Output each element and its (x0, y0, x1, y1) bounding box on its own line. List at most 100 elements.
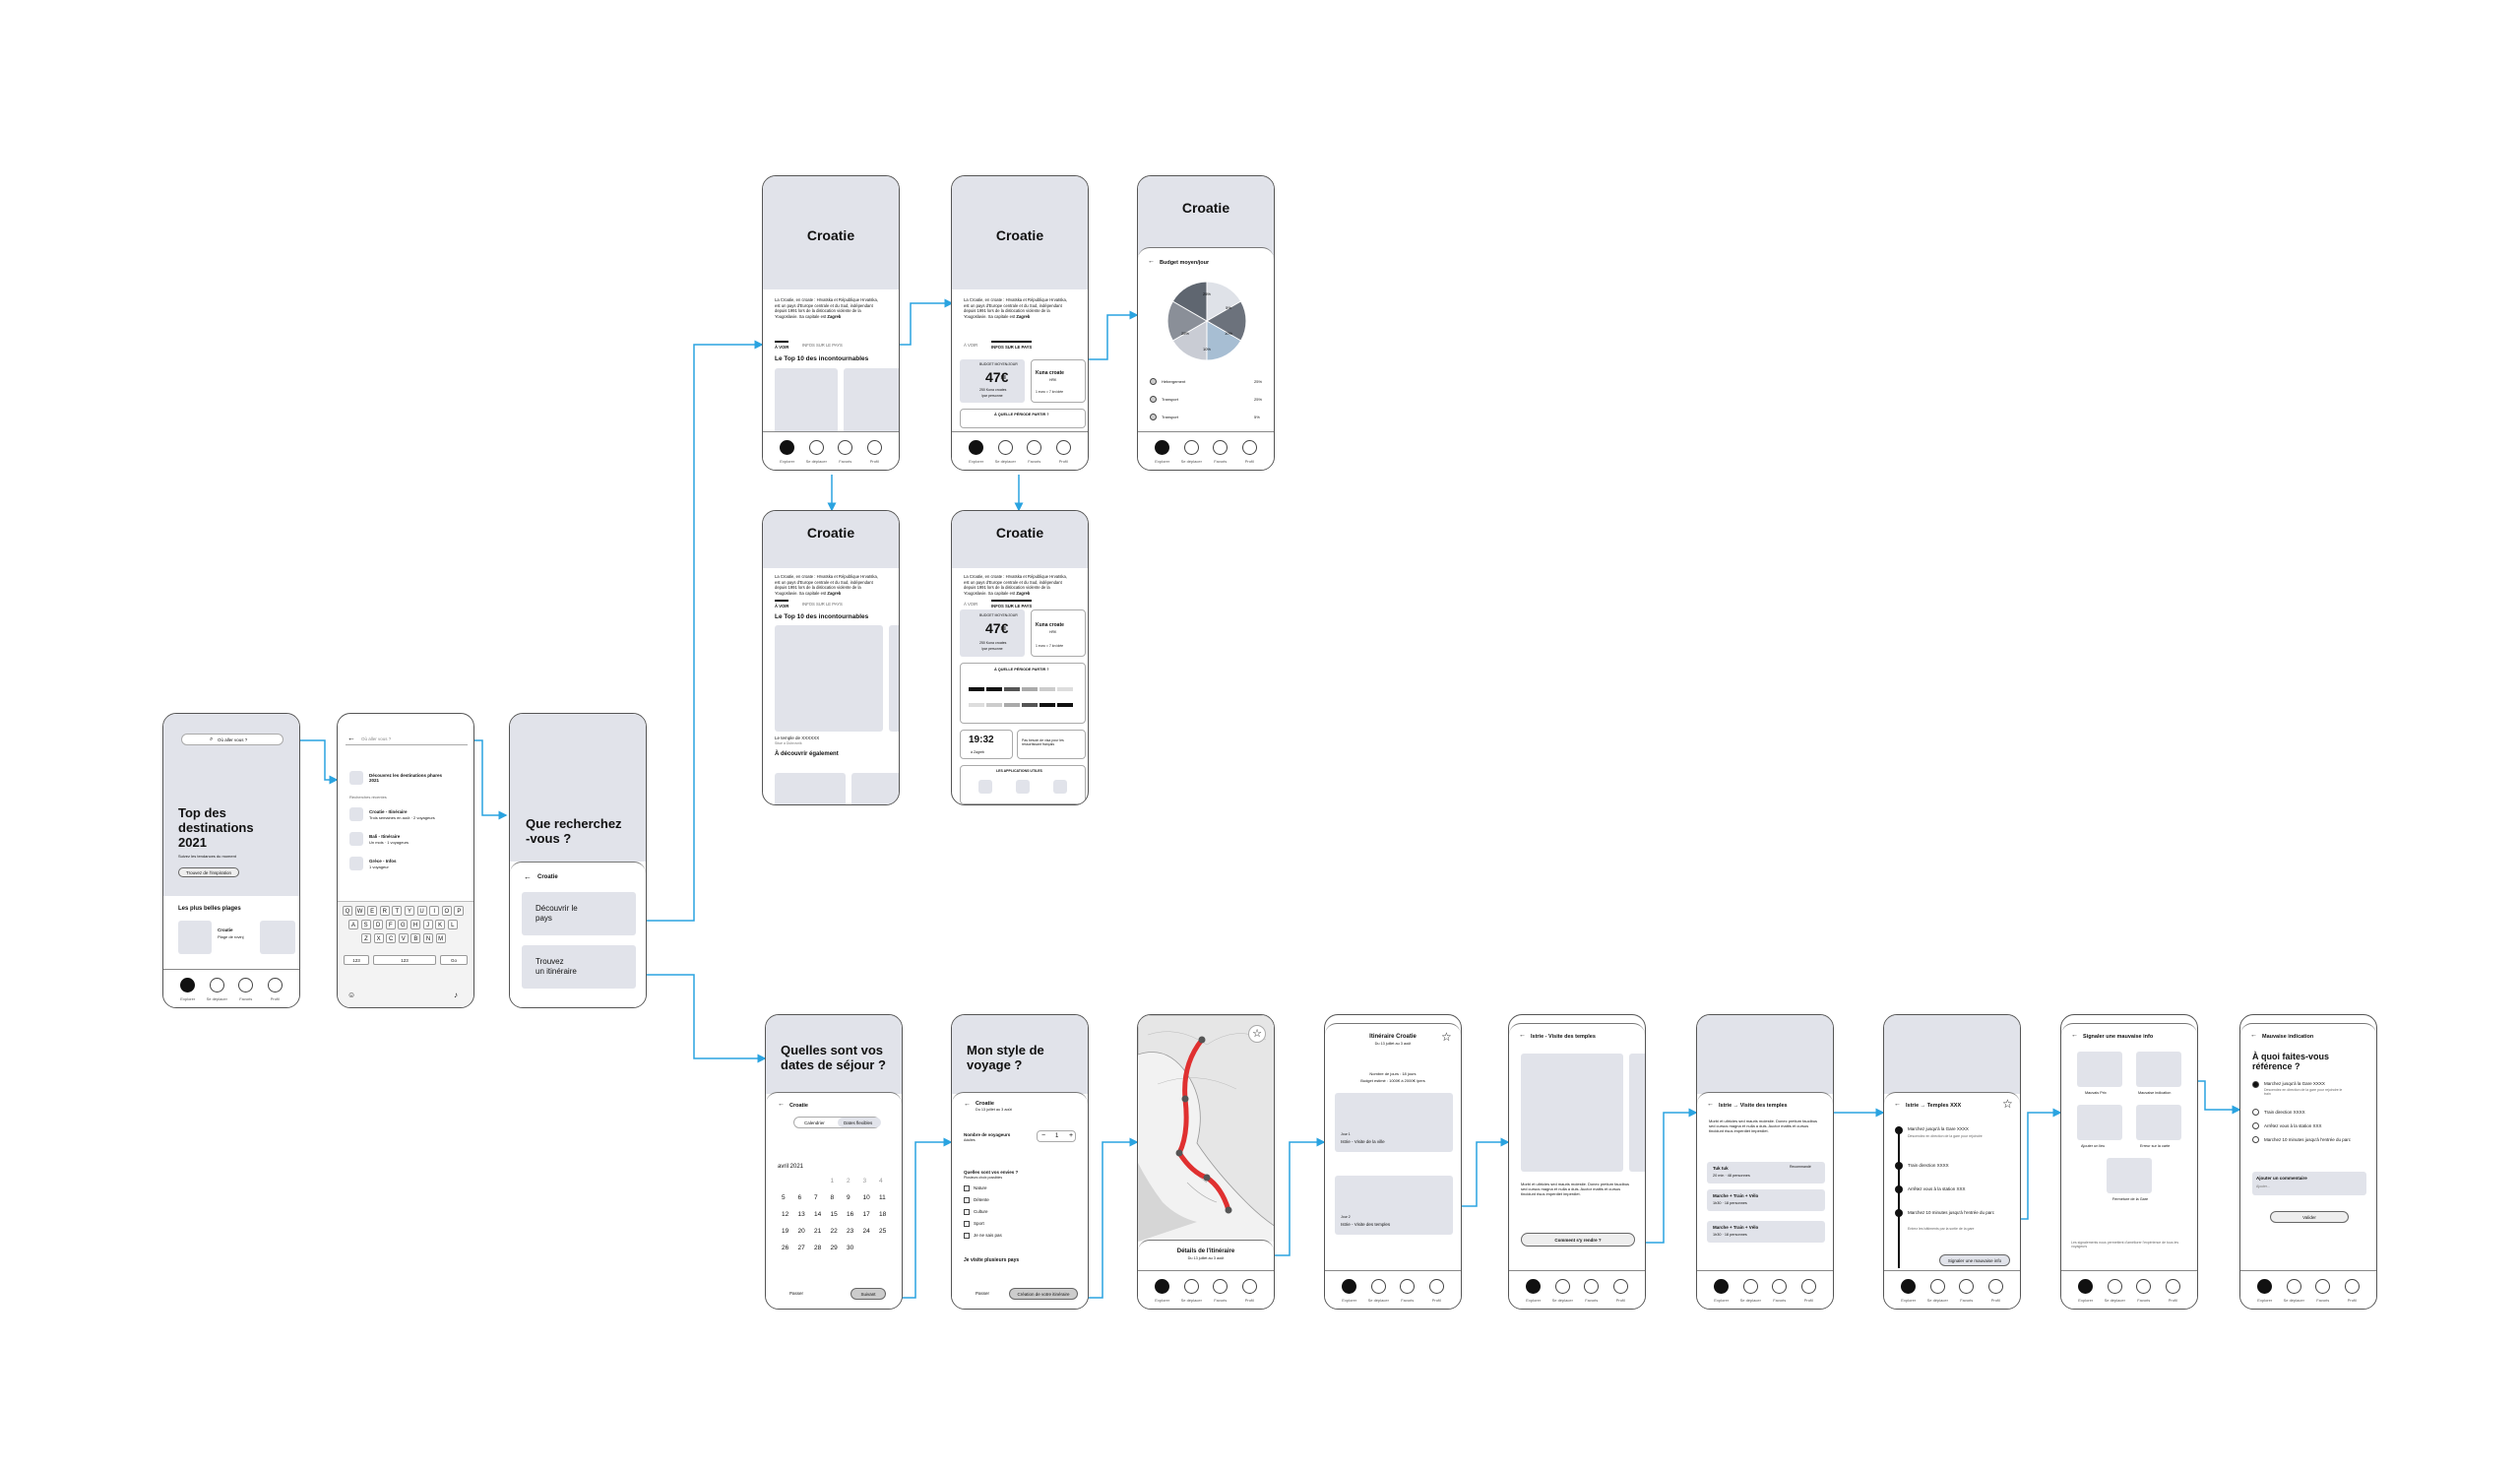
budget-card[interactable]: BUDGET MOYEN/JOUR 47€ 250 Kuna croates /… (960, 609, 1025, 657)
nav-tab-1[interactable] (1183, 1279, 1199, 1294)
calendar-day[interactable]: 26 (782, 1245, 789, 1251)
inspiration-button[interactable]: Trouvez de l'inspiration (178, 867, 239, 877)
key-z[interactable]: Z (361, 933, 371, 943)
key-k[interactable]: K (435, 920, 446, 929)
nav-tab-2[interactable] (1027, 440, 1042, 455)
itinerary-map[interactable] (1138, 1015, 1275, 1242)
skip-link[interactable]: Passer (976, 1291, 990, 1296)
key-f[interactable]: F (385, 920, 396, 929)
nav-tab-3[interactable] (866, 440, 882, 455)
back-arrow-icon[interactable]: ← (778, 1101, 785, 1108)
nav-tab-0[interactable] (1342, 1279, 1357, 1294)
tab-to-see[interactable]: À VOIR (775, 341, 789, 350)
nav-tab-2[interactable] (1213, 440, 1228, 455)
key-d[interactable]: D (373, 920, 384, 929)
nav-tab-0[interactable] (1155, 440, 1170, 455)
back-arrow-icon[interactable]: ← (1894, 1101, 1901, 1108)
key-v[interactable]: V (398, 933, 409, 943)
calendar-day[interactable]: 10 (862, 1194, 870, 1201)
calendar-day[interactable]: 27 (797, 1245, 805, 1251)
radio-option[interactable] (2252, 1136, 2259, 1143)
microphone-icon[interactable]: ♪ (454, 991, 458, 999)
transport-option[interactable]: Tuk tuk 20 min · 48 personnes Recommandé (1707, 1162, 1825, 1184)
key-c[interactable]: C (386, 933, 397, 943)
next-button[interactable]: Suivant (850, 1288, 886, 1300)
calendar-day[interactable]: 28 (814, 1245, 822, 1251)
nav-tab-0[interactable] (780, 440, 795, 455)
nav-tab-2[interactable] (838, 440, 853, 455)
radio-option[interactable] (2252, 1122, 2259, 1129)
nav-tab-2[interactable] (2136, 1279, 2152, 1294)
tab-to-see[interactable]: À VOIR (964, 343, 978, 348)
period-card[interactable]: À QUELLE PÉRIODE PARTIR ? (960, 409, 1086, 428)
calendar-day[interactable]: 13 (797, 1211, 805, 1218)
nav-tab-3[interactable] (1055, 440, 1071, 455)
tab-to-see[interactable]: À VOIR (775, 600, 789, 608)
nav-tab-0[interactable] (1901, 1279, 1917, 1294)
period-card[interactable]: À QUELLE PÉRIODE PARTIR ? (960, 663, 1086, 724)
key-l[interactable]: L (447, 920, 458, 929)
nav-tab-0[interactable] (180, 978, 196, 992)
favorite-star-icon[interactable]: ☆ (1441, 1030, 1452, 1044)
nav-tab-2[interactable] (1772, 1279, 1788, 1294)
apps-card[interactable]: LES APPLICATIONS UTILES (960, 765, 1086, 804)
nav-tab-3[interactable] (1987, 1279, 2003, 1294)
how-to-get-there-button[interactable]: Comment s'y rendre ? (1521, 1233, 1635, 1247)
key-e[interactable]: E (367, 906, 378, 916)
beach-card-image-2[interactable] (260, 921, 295, 954)
radio-option[interactable] (2252, 1109, 2259, 1116)
date-mode-toggle[interactable]: Calendrier Dates flexibles (793, 1117, 881, 1128)
back-arrow-icon[interactable]: ← (2250, 1032, 2257, 1039)
calendar-day[interactable]: 2 (847, 1178, 850, 1184)
calendar-day[interactable]: 30 (847, 1245, 854, 1251)
key-go[interactable]: Go (440, 955, 468, 965)
place-card[interactable] (844, 368, 899, 433)
calendar-day[interactable]: 12 (782, 1211, 789, 1218)
emoji-icon[interactable]: ☺ (347, 991, 356, 999)
nav-tab-1[interactable] (209, 978, 224, 992)
back-arrow-icon[interactable]: ← (1707, 1101, 1714, 1108)
calendar-day[interactable]: 1 (830, 1178, 835, 1184)
search-input[interactable]: ← Où aller vous ? (346, 734, 468, 745)
key-j[interactable]: J (422, 920, 433, 929)
option-wrong-price[interactable] (2077, 1052, 2122, 1087)
back-arrow-icon[interactable]: ← (2071, 1032, 2078, 1039)
traveller-stepper[interactable]: − 1 + (1037, 1130, 1076, 1142)
calendar-day[interactable]: 23 (847, 1228, 854, 1235)
nav-tab-2[interactable] (1584, 1279, 1600, 1294)
nav-tab-1[interactable] (1370, 1279, 1386, 1294)
nav-tab-3[interactable] (1612, 1279, 1628, 1294)
key-o[interactable]: O (441, 906, 452, 916)
budget-card[interactable]: BUDGET MOYEN/JOUR 47€ 250 Kuna croates /… (960, 359, 1025, 403)
currency-card[interactable]: Kuna croate HRK 1 euro = 7 kn idée (1031, 359, 1086, 403)
nav-tab-1[interactable] (2107, 1279, 2122, 1294)
key-b[interactable]: B (410, 933, 421, 943)
calendar-day[interactable]: 18 (879, 1211, 887, 1218)
visa-card[interactable]: Pas besoin de visa pour les ressortissan… (1017, 730, 1086, 759)
nav-tab-3[interactable] (2344, 1279, 2360, 1294)
transport-option[interactable]: Marche + Train + Vélo 1h30 · 18 personne… (1707, 1221, 1825, 1243)
favorite-star-button[interactable]: ☆ (1248, 1025, 1266, 1043)
favorite-star-icon[interactable]: ☆ (2002, 1097, 2013, 1111)
option-wrong-direction[interactable] (2136, 1052, 2181, 1087)
option-map-error[interactable] (2136, 1105, 2181, 1140)
key-y[interactable]: Y (405, 906, 414, 916)
radio-option[interactable] (2252, 1081, 2259, 1088)
nav-tab-1[interactable] (2286, 1279, 2301, 1294)
checkbox-relax[interactable] (964, 1197, 970, 1203)
calendar-day[interactable]: 22 (830, 1228, 838, 1235)
calendar-day[interactable]: 29 (830, 1245, 838, 1251)
nav-tab-1[interactable] (1183, 440, 1199, 455)
back-arrow-icon[interactable]: ← (1148, 258, 1155, 265)
tab-to-see[interactable]: À VOIR (964, 602, 978, 607)
photo[interactable] (1521, 1054, 1623, 1172)
tab-country-info[interactable]: INFOS SUR LE PAYS (802, 602, 843, 607)
nav-tab-3[interactable] (1800, 1279, 1816, 1294)
calendar-day[interactable]: 25 (879, 1228, 887, 1235)
calendar-day[interactable]: 3 (862, 1178, 867, 1184)
checkbox-culture[interactable] (964, 1209, 970, 1215)
key-u[interactable]: U (416, 906, 427, 916)
key-x[interactable]: X (373, 933, 384, 943)
key-h[interactable]: H (410, 920, 420, 929)
